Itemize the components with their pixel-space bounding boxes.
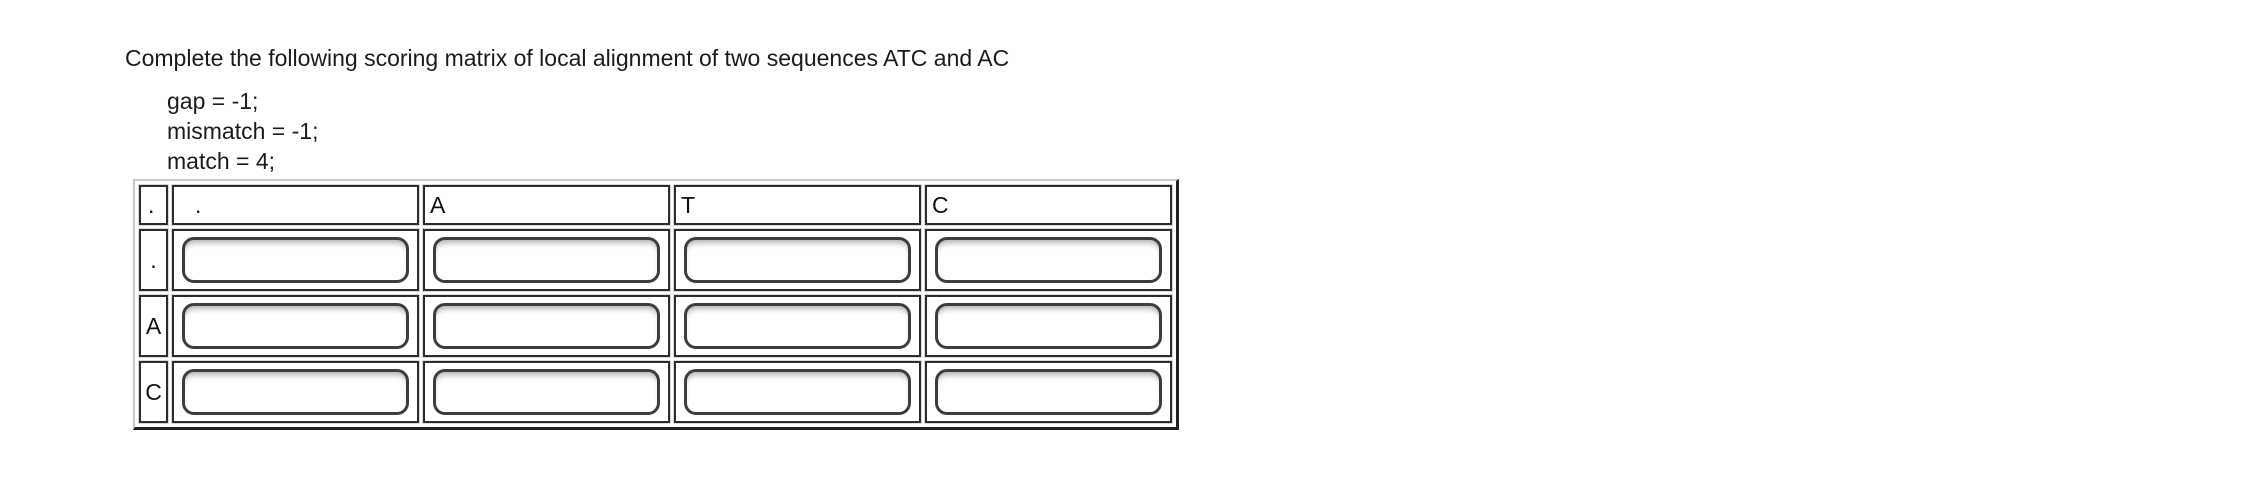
matrix-cell: [925, 295, 1172, 357]
matrix-row-a: A: [139, 295, 1172, 357]
question-block: Complete the following scoring matrix of…: [125, 44, 1009, 176]
matrix-row-label-gap: .: [139, 229, 168, 291]
matrix-input-r0c3[interactable]: [935, 237, 1162, 283]
matrix-input-r2c2[interactable]: [684, 369, 911, 415]
matrix-row-label-c: C: [139, 361, 168, 423]
matrix-input-r1c2[interactable]: [684, 303, 911, 349]
param-match: match = 4;: [167, 148, 276, 174]
matrix-input-r1c1[interactable]: [433, 303, 660, 349]
matrix-col-header-t: T: [674, 185, 921, 225]
matrix-cell: [674, 229, 921, 291]
matrix-input-r2c1[interactable]: [433, 369, 660, 415]
matrix-cell: [172, 361, 419, 423]
matrix-cell: [925, 361, 1172, 423]
matrix-input-r2c3[interactable]: [935, 369, 1162, 415]
matrix-cell: [925, 229, 1172, 291]
matrix-input-r0c1[interactable]: [433, 237, 660, 283]
matrix-corner-header: .: [139, 185, 168, 225]
scoring-matrix-table: . . A T C . A: [133, 179, 1179, 430]
matrix-row-gap: .: [139, 229, 1172, 291]
matrix-input-r2c0[interactable]: [182, 369, 409, 415]
matrix-cell: [423, 229, 670, 291]
matrix-cell: [172, 295, 419, 357]
matrix-header-row: . . A T C: [139, 185, 1172, 225]
matrix-col-header-gap: .: [172, 185, 419, 225]
question-prompt: Complete the following scoring matrix of…: [125, 45, 1010, 71]
matrix-input-r0c2[interactable]: [684, 237, 911, 283]
param-mismatch: mismatch = -1;: [167, 118, 319, 144]
param-gap: gap = -1;: [167, 88, 259, 114]
matrix-col-header-c: C: [925, 185, 1172, 225]
matrix-col-header-a: A: [423, 185, 670, 225]
matrix-cell: [423, 295, 670, 357]
matrix-input-r0c0[interactable]: [182, 237, 409, 283]
matrix-row-label-a: A: [139, 295, 168, 357]
matrix-cell: [172, 229, 419, 291]
matrix-cell: [674, 361, 921, 423]
matrix-cell: [674, 295, 921, 357]
matrix-input-r1c0[interactable]: [182, 303, 409, 349]
parameter-list: gap = -1; mismatch = -1; match = 4;: [167, 86, 1009, 176]
matrix-input-r1c3[interactable]: [935, 303, 1162, 349]
matrix-row-c: C: [139, 361, 1172, 423]
matrix-cell: [423, 361, 670, 423]
